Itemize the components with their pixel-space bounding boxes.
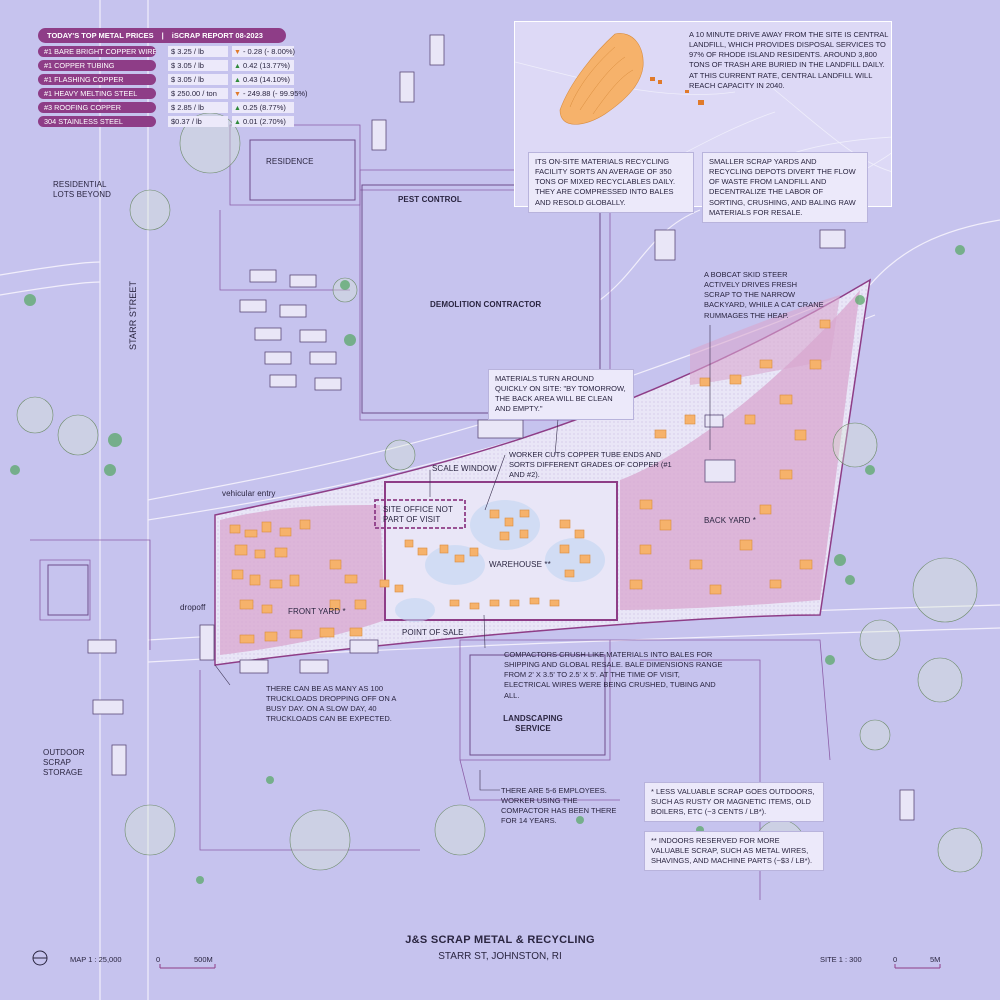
- map-scale-label: MAP 1 : 25,000: [70, 955, 122, 964]
- price-change-text: - 249.88 (- 99.95%): [242, 89, 308, 98]
- outdoor-scrap-storage-label: OUTDOOR SCRAP STORAGE: [43, 748, 85, 777]
- outdoor-storage-building: [47, 564, 89, 616]
- price-change: ▲0.42 (13.77%): [232, 60, 294, 71]
- turnaround-callout: Materials turn around quickly on site: "…: [488, 369, 634, 420]
- price-row: #1 Copper Tubing $ 3.05 / lb ▲0.42 (13.77%…: [38, 60, 298, 71]
- price-metal-name: #3 Roofing Copper: [38, 102, 156, 113]
- price-header-separator: |: [161, 31, 164, 40]
- price-row: #1 Heavy Melting Steel $ 250.00 / ton ▼- 2…: [38, 88, 308, 99]
- scale-bars: [32, 950, 941, 969]
- bobcat-callout: A Bobcat skid steer actively drives fres…: [704, 270, 824, 320]
- price-change-text: 0.01 (2.70%): [242, 117, 286, 126]
- price-change-text: - 0.28 (- 8.00%): [242, 47, 296, 56]
- price-change: ▼- 0.28 (- 8.00%): [232, 46, 296, 57]
- price-value: $ 3.25 / lb: [168, 46, 228, 57]
- triangle-up-icon: ▲: [234, 63, 241, 70]
- map-scale-zero: 0: [156, 955, 161, 964]
- map-title: J&S SCRAP METAL & RECYCLING: [405, 934, 595, 946]
- map-scale-end: 500M: [194, 955, 213, 964]
- triangle-down-icon: ▼: [234, 91, 241, 98]
- triangle-up-icon: ▲: [234, 105, 241, 112]
- price-value: $ 2.85 / lb: [168, 102, 228, 113]
- vehicles: [87, 34, 915, 821]
- price-change-text: 0.25 (8.77%): [242, 103, 286, 112]
- price-row: #1 Bare Bright Copper Wire $ 3.25 / lb ▼- …: [38, 46, 298, 57]
- price-row: 304 Stainless Steel $0.37 / lb ▲0.01 (2.70…: [38, 116, 298, 127]
- site-scale-end: 5M: [930, 955, 941, 964]
- site-office-label: SITE OFFICE NOT PART OF VISIT: [383, 505, 453, 524]
- residence-building: [249, 139, 356, 201]
- price-change-text: 0.43 (14.10%): [242, 75, 291, 84]
- price-change: ▼- 249.88 (- 99.95%): [232, 88, 308, 99]
- price-metal-name: #1 Flashing Copper: [38, 74, 156, 85]
- price-change-text: 0.42 (13.77%): [242, 61, 291, 70]
- price-metal-name: #1 Copper Tubing: [38, 60, 156, 71]
- copper-worker-callout: Worker cuts copper tube ends and sorts d…: [509, 450, 672, 480]
- site-office-outline: [374, 499, 466, 529]
- map-subtitle: STARR ST, JOHNSTON, RI: [438, 951, 562, 962]
- site-scale-zero: 0: [893, 955, 898, 964]
- price-table-header: TODAY'S TOP METAL PRICES | iSCRAP REPORT…: [38, 28, 286, 43]
- price-rows: #1 Bare Bright Copper Wire$ 3.25 / lb▼- …: [38, 46, 308, 127]
- triangle-up-icon: ▲: [234, 119, 241, 126]
- title-block: J&S SCRAP METAL & RECYCLING STARR ST, JO…: [350, 934, 650, 962]
- price-header-right: iSCRAP REPORT 08-2023: [171, 31, 263, 40]
- price-value: $ 250.00 / ton: [168, 88, 228, 99]
- pest-control-label: PEST CONTROL: [398, 195, 462, 204]
- point-of-sale-label: POINT OF SALE: [402, 628, 464, 637]
- scrap-piles: [229, 319, 831, 644]
- site-scale-label: SITE 1 : 300: [820, 955, 862, 964]
- price-value: $0.37 / lb: [168, 116, 228, 127]
- price-value: $ 3.05 / lb: [168, 74, 228, 85]
- price-metal-name: #1 Heavy Melting Steel: [38, 88, 156, 99]
- price-header-left: TODAY'S TOP METAL PRICES: [47, 31, 154, 40]
- price-row: #1 Flashing Copper $ 3.05 / lb ▲0.43 (14.1…: [38, 74, 298, 85]
- landscaping-service-label: LANDSCAPING SERVICE: [503, 714, 563, 733]
- compactors-callout: Compactors crush like materials into bal…: [504, 650, 723, 700]
- buildings: [47, 139, 606, 756]
- metal-price-table: TODAY'S TOP METAL PRICES | iSCRAP REPORT…: [38, 28, 308, 127]
- dropoff-label: dropoff: [180, 603, 206, 612]
- starr-street-label: STARR STREET: [128, 280, 138, 350]
- price-metal-name: 304 Stainless Steel: [38, 116, 156, 127]
- landfill-description: A 10 minute drive away from the site is …: [689, 30, 889, 90]
- recycling-facility-note: Its on-site materials recycling facility…: [528, 152, 694, 213]
- price-metal-name: #1 Bare Bright Copper Wire: [38, 46, 156, 57]
- price-change: ▲0.25 (8.77%): [232, 102, 294, 113]
- warehouse-label: WAREHOUSE **: [489, 560, 551, 569]
- price-value: $ 3.05 / lb: [168, 60, 228, 71]
- vehicular-entry-label: vehicular entry: [222, 489, 276, 498]
- triangle-down-icon: ▼: [234, 49, 241, 56]
- back-yard-label: BACK YARD *: [704, 516, 756, 525]
- trees: [16, 112, 983, 873]
- demolition-building: [361, 184, 601, 414]
- price-change: ▲0.43 (14.10%): [232, 74, 294, 85]
- landscaping-building: [469, 654, 606, 756]
- price-row: #3 Roofing Copper $ 2.85 / lb ▲0.25 (8.77%…: [38, 102, 298, 113]
- triangle-up-icon: ▲: [234, 77, 241, 84]
- scale-window-label: SCALE WINDOW: [432, 464, 497, 473]
- truckloads-callout: There can be as many as 100 truckloads d…: [266, 684, 397, 724]
- residential-lots-label: RESIDENTIAL LOTS BEYOND: [53, 180, 112, 199]
- indoors-note: ** Indoors reserved for more valuable sc…: [644, 831, 824, 872]
- less-valuable-note: * Less valuable scrap goes outdoors, suc…: [644, 782, 824, 823]
- front-yard-label: FRONT YARD *: [288, 607, 346, 616]
- demolition-contractor-label: DEMOLITION CONTRACTOR: [430, 300, 542, 309]
- scrapyard-note: Smaller scrap yards and recycling depots…: [702, 152, 868, 223]
- residence-label: RESIDENCE: [266, 157, 314, 166]
- price-change: ▲0.01 (2.70%): [232, 116, 294, 127]
- employees-callout: There are 5-6 employees. Worker using th…: [501, 786, 617, 826]
